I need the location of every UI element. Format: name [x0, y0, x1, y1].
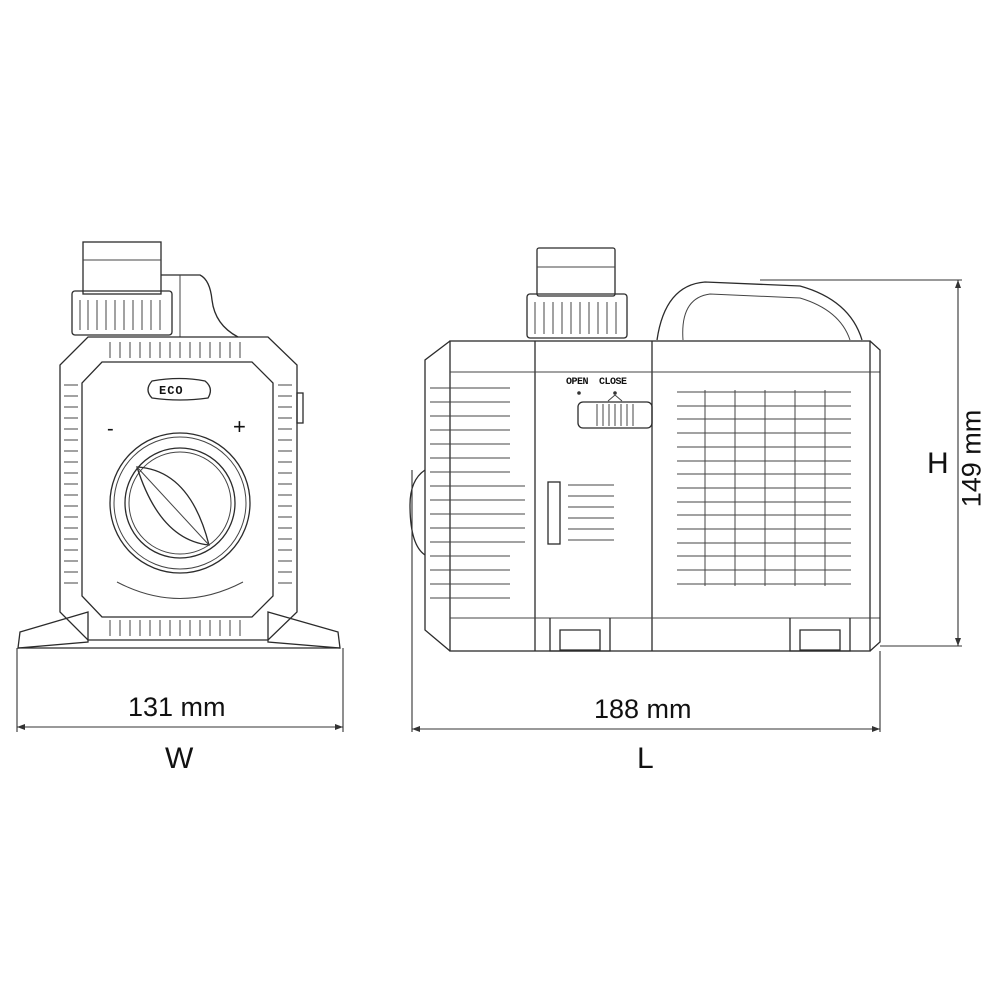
- outlet-cap-side: [536, 247, 616, 297]
- front-view: [17, 241, 341, 649]
- plus-label: +: [233, 414, 246, 439]
- height-axis-label: H: [927, 447, 949, 480]
- dimension-lines: [16, 279, 962, 732]
- minus-label: -: [107, 418, 114, 440]
- switch-open-label: OPEN: [566, 377, 589, 388]
- width-axis-label: W: [165, 742, 194, 775]
- width-dimension: 131 mm: [128, 692, 226, 722]
- front-body-outline: [59, 336, 298, 641]
- open-close-switch[interactable]: [577, 401, 653, 429]
- side-grille: [677, 390, 851, 586]
- outlet-nut-side: [526, 293, 628, 339]
- carry-handle[interactable]: [656, 281, 863, 341]
- eco-badge: [147, 377, 212, 401]
- side-view: [409, 247, 881, 652]
- outlet-nut-front: [71, 290, 173, 336]
- eco-label: ECO: [159, 384, 184, 398]
- height-dimension: 149 mm: [956, 409, 987, 508]
- flow-knob-ring[interactable]: [109, 432, 251, 574]
- switch-close-label: CLOSE: [599, 377, 627, 388]
- length-axis-label: L: [637, 742, 654, 775]
- length-dimension: 188 mm: [594, 694, 692, 724]
- side-body-outline: [449, 340, 871, 652]
- outlet-cap-front: [82, 241, 162, 295]
